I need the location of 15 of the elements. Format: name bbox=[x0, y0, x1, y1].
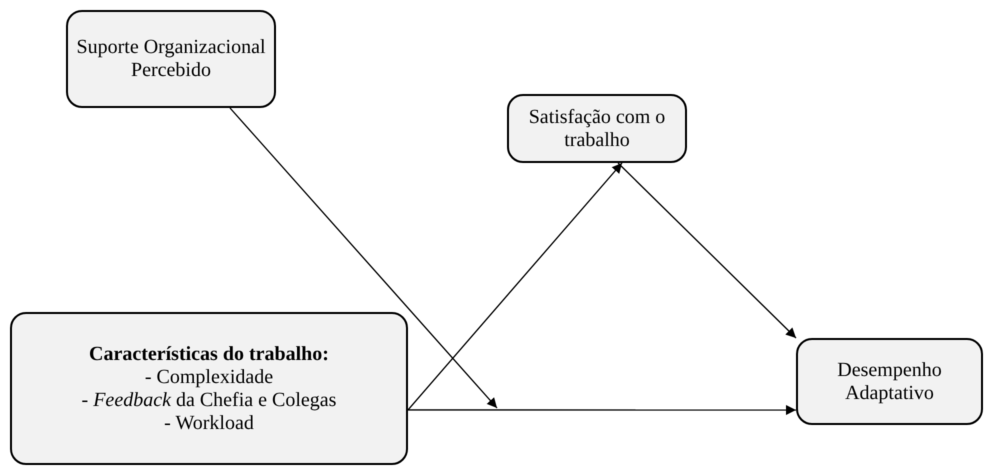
box-text: - Feedback da Chefia e Colegas bbox=[82, 388, 336, 412]
arrow bbox=[408, 405, 796, 416]
arrow bbox=[408, 162, 623, 410]
concept-box bbox=[66, 10, 276, 108]
arrow bbox=[230, 108, 498, 408]
box-text: - Workload bbox=[164, 412, 254, 434]
box-text: Satisfação com o trabalho bbox=[528, 106, 666, 152]
arrow bbox=[618, 162, 796, 338]
box-text: Suporte Organizacional Percebido bbox=[76, 36, 266, 82]
concept-box bbox=[796, 338, 983, 425]
box-heading: Características do trabalho: bbox=[89, 342, 329, 366]
box-text: - Complexidade bbox=[144, 366, 274, 388]
box-text: Desempenho Adaptativo bbox=[836, 358, 943, 404]
concept-box bbox=[507, 94, 687, 163]
concept-box bbox=[10, 312, 408, 465]
